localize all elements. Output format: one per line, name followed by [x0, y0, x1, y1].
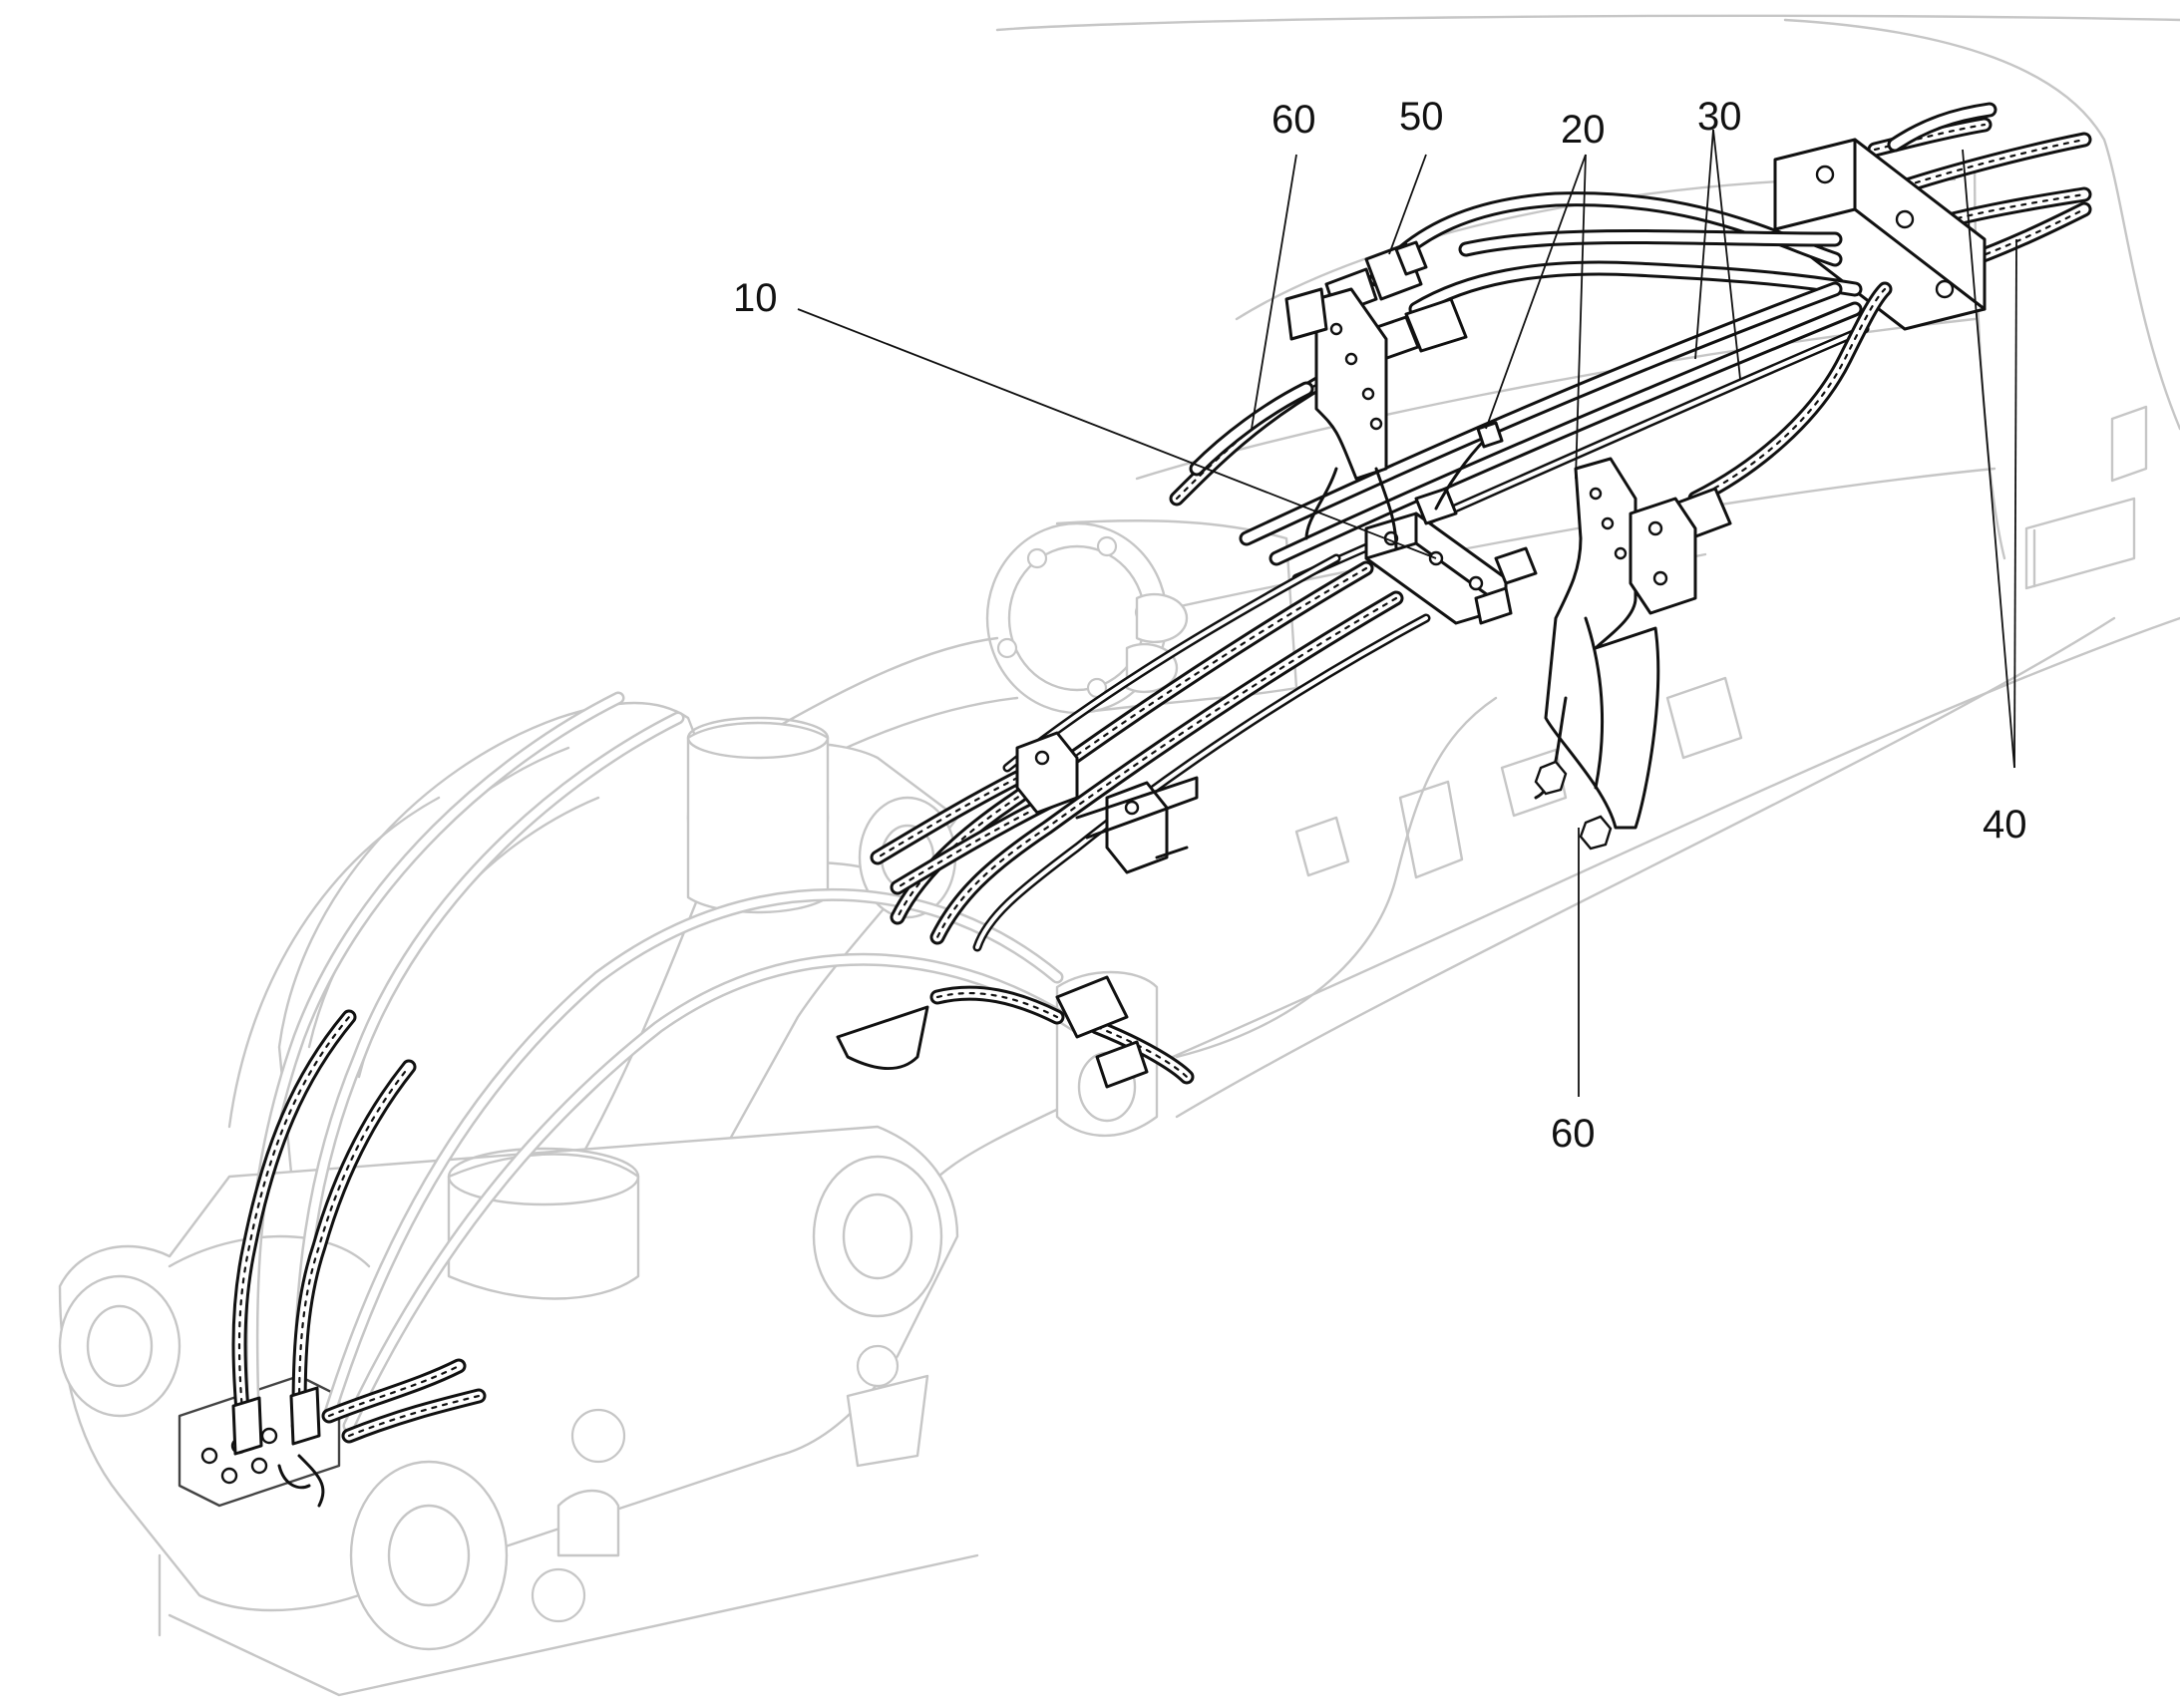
boom-lower-panel — [1175, 616, 2116, 1119]
bracket-bolt — [1579, 815, 1613, 851]
sensor-plug — [1476, 421, 1504, 449]
quick-coupler-frame — [58, 1125, 959, 1612]
wear-plate — [2024, 497, 2136, 590]
hose-clamp — [1015, 731, 1079, 815]
callout-50: 50 — [1399, 95, 1444, 139]
leader-10 — [797, 308, 1437, 559]
coupler-hook — [58, 1274, 182, 1418]
boom-right-contour — [1783, 18, 2180, 431]
hose-clamp — [1105, 781, 1169, 874]
callout-60-bottom: 60 — [1551, 1112, 1596, 1156]
mounting-bracket — [1314, 287, 1388, 481]
boom-bottom-edge — [925, 616, 2180, 1189]
coupler-cross-tube — [447, 1153, 640, 1300]
callout-60-top: 60 — [1272, 98, 1316, 142]
wear-plate — [1398, 780, 1464, 879]
leader-60-top — [1251, 154, 1297, 430]
boom-structure — [58, 14, 2180, 1697]
hose-assembly — [231, 102, 2092, 1508]
leader-40a — [1962, 149, 2015, 769]
wear-plate — [1665, 676, 1743, 760]
leader-30b — [1712, 129, 1741, 380]
piston-rod — [756, 636, 999, 740]
callout-20: 20 — [1561, 108, 1606, 152]
leader-40b — [2013, 238, 2017, 769]
leader-lines — [797, 129, 2017, 1097]
callout-10: 10 — [733, 276, 778, 320]
wedge-block — [836, 1005, 929, 1071]
callout-40: 40 — [1983, 803, 2027, 847]
leader-20b — [1575, 154, 1587, 480]
leader-30a — [1694, 129, 1714, 360]
callout-labels: 10 20 30 40 50 60 60 — [733, 95, 2027, 1156]
callout-30: 30 — [1697, 95, 1742, 139]
leader-50 — [1388, 154, 1427, 255]
leader-20a — [1485, 154, 1587, 430]
wear-plate — [2110, 405, 2148, 483]
bracket-bolt — [1534, 760, 1568, 796]
coupler-pin-boss — [349, 1460, 509, 1651]
boom-top-edge — [995, 14, 2180, 32]
wear-plate — [1294, 816, 1350, 877]
